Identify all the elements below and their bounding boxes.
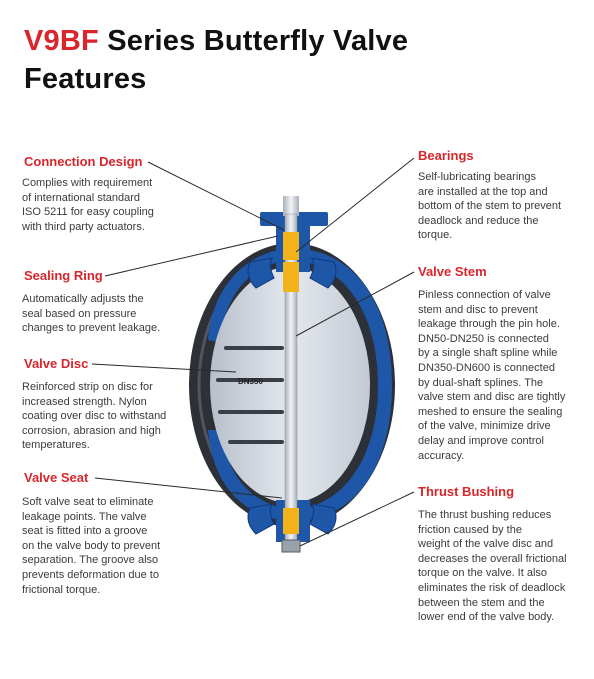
desc-line: on the valve body to prevent [22,539,161,552]
disc-marking: DN350 [238,377,263,386]
desc-bearings: Self-lubricating bearings are installed … [418,170,588,243]
desc-line: accuracy. [418,449,465,462]
bearing-mid [283,262,299,292]
title-brand: V9BF [24,25,99,57]
desc-valve-seat: Soft valve seat to eliminate leakage poi… [22,495,212,597]
desc-line: seat is fitted into a groove [22,525,148,538]
desc-line: Self-lubricating bearings [418,171,537,183]
desc-line: temperatures. [22,439,90,452]
desc-line: Pinless connection of valve [418,289,551,301]
page-title: V9BF Series Butterfly Valve Features [24,22,584,98]
desc-valve-stem: Pinless connection of valve stem and dis… [418,288,588,463]
desc-line: by dual-shaft splines. The [418,376,544,389]
desc-line: separation. The groove also [22,554,159,567]
desc-line: friction caused by the [418,523,522,536]
desc-line: are installed at the top and [418,185,548,198]
desc-line: bottom of the stem to prevent [418,200,562,213]
desc-line: The thrust bushing reduces [418,509,552,521]
disc-reinforcement-strips [216,346,284,444]
desc-line: by a single shaft spline while [418,347,558,360]
label-valve-seat: Valve Seat [24,470,89,485]
desc-line: changes to prevent leakage. [22,322,161,335]
desc-line: prevents deformation due to [22,568,159,581]
desc-line: ISO 5211 for easy coupling [22,206,154,219]
desc-line: with third party actuators. [22,220,145,233]
lug-bottom-right [309,503,337,535]
desc-thrust-bushing: The thrust bushing reduces friction caus… [418,508,590,625]
desc-line: Reinforced strip on disc for [22,381,153,393]
desc-line: coating over disc to withstand [22,410,167,423]
desc-sealing-ring: Automatically adjusts the seal based on … [22,292,212,336]
desc-line: seal based on pressure [22,307,137,320]
desc-line: of international standard [22,191,141,204]
desc-line: meshed to ensure the sealing [418,405,563,418]
desc-line: frictional torque. [22,583,101,596]
desc-line: weight of the valve disc and [418,538,554,551]
label-connection-design: Connection Design [24,154,143,169]
desc-line: decreases the overall frictional [418,552,567,565]
label-sealing-ring: Sealing Ring [24,268,103,283]
bearing-bottom [283,508,299,534]
desc-connection-design: Complies with requirement of internation… [22,176,212,234]
label-valve-disc: Valve Disc [24,356,89,371]
desc-line: Automatically adjusts the [22,293,144,305]
desc-line: Complies with requirement [22,177,153,189]
desc-line: DN350-DN600 is connected [418,361,555,374]
desc-line: Soft valve seat to eliminate [22,496,154,508]
desc-line: stem and disc to prevent [418,303,538,316]
desc-line: deadlock and reduce the [418,214,539,227]
desc-line: between the stem and the [418,596,545,609]
stem-top [283,196,299,216]
label-bearings: Bearings [418,148,474,163]
desc-line: torque. [418,229,453,242]
desc-line: valve stem and disc are tightly [418,391,566,404]
label-thrust-bushing: Thrust Bushing [418,484,515,499]
desc-valve-disc: Reinforced strip on disc for increased s… [22,380,217,453]
desc-line: leakage points. The valve [22,510,147,523]
desc-line: corrosion, abrasion and high [22,424,161,437]
title-line1: Series Butterfly Valve [98,25,409,57]
label-valve-stem: Valve Stem [418,264,487,279]
desc-line: leakage through the pin hole. [418,318,560,331]
thrust-bushing-nut [281,539,301,553]
desc-line: eliminates the risk of deadlock [418,581,566,594]
desc-line: torque on the valve. It also [418,567,548,580]
desc-line: of the valve, minimize drive [418,420,551,433]
bearing-top [283,232,299,260]
desc-line: delay and improve control [418,434,544,447]
desc-line: DN50-DN250 is connected [418,332,549,345]
desc-line: lower end of the valve body. [418,611,555,624]
desc-line: increased strength. Nylon [22,395,147,408]
lug-bottom-left [247,503,275,535]
title-line2: Features [24,63,147,95]
